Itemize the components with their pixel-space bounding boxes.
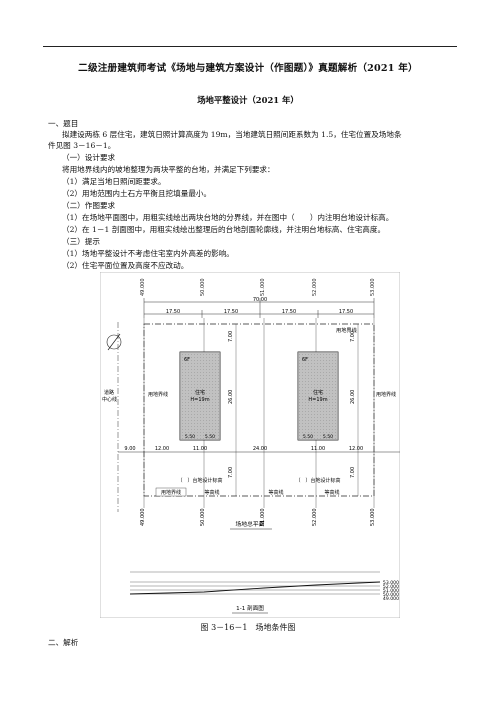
bdim-1: 5.50 — [185, 434, 195, 440]
bottom-elev-49: 49.000 — [140, 509, 146, 527]
site-condition-figure: 49.000 50.000 51.000 52.000 53.000 70.00… — [100, 272, 400, 618]
vdim-4: 26.00 — [350, 390, 356, 404]
building-right-height: H=19m — [308, 397, 327, 403]
hdim-5: 11.00 — [311, 446, 325, 452]
bdim-3: 5.50 — [303, 434, 313, 440]
top-dim-1: 17.50 — [166, 309, 180, 315]
top-elev-51: 51.000 — [260, 279, 266, 297]
boundary-label-right: 用地界线 — [376, 391, 396, 398]
line-13: （2）住宅平面位置及高度不应改动。 — [62, 261, 189, 270]
hdim-1: 9.00 — [124, 446, 135, 452]
building-left-floors: 6F — [184, 357, 190, 363]
bottom-elev-53: 53.000 — [370, 509, 376, 527]
line-10: （2）在 1－1 剖面图中，用粗实线绘出整理后的台地剖面轮廓线，并注明台地标高、… — [62, 225, 386, 234]
top-elev-49: 49.000 — [140, 279, 146, 297]
total-width-dim: 70.00 — [253, 297, 267, 303]
building-left: 6F 住宅 H=19m — [179, 351, 221, 441]
building-right-floors: 6F — [302, 357, 308, 363]
top-dim-4: 17.50 — [339, 309, 353, 315]
boundary-label-bottom: 用地界线 — [161, 489, 181, 496]
line-8: （二）作图要求 — [62, 201, 116, 210]
platform-label-left: （ ）台地设计标高 — [177, 477, 222, 484]
line-12: （1）场地平整设计不考虑住宅室内外高差的影响。 — [62, 249, 234, 258]
contour-label-1: 等高线 — [204, 489, 219, 496]
figure-caption: 图 3－16－1 场地条件图 — [200, 623, 296, 632]
line-7: （2）用地范围内土石方平衡且挖填量最小。 — [62, 189, 212, 198]
north-arrow — [106, 333, 122, 351]
line-9: （1）在场地平面图中，用粗实线绘出两块台地的分界线，并在图中（ ）内注明台地设计… — [62, 213, 394, 222]
section-drawing — [129, 571, 381, 595]
hdim-3: 11.00 — [193, 446, 207, 452]
document-subtitle: 场地平整设计（2021 年） — [197, 95, 299, 105]
hdim-4: 24.00 — [253, 446, 267, 452]
contour-label-2: 等高线 — [268, 489, 283, 496]
analysis-heading: 二、解析 — [48, 638, 79, 647]
boundary-label-top: 用地界线 — [336, 326, 357, 334]
hdim-6: 12.00 — [349, 446, 363, 452]
sec-elev-50: 50.000 — [383, 592, 399, 598]
sec-elev-51: 51.000 — [383, 588, 399, 594]
line-5: 将用地界线内的坡地整理为两块平整的台地，并满足下列要求： — [62, 165, 275, 174]
top-elev-53: 53.000 — [370, 279, 376, 297]
building-right-name: 住宅 — [313, 389, 323, 396]
bottom-elev-52: 52.000 — [312, 509, 318, 527]
section-elevs: 53.000 52.000 51.000 50.000 49.000 — [383, 580, 399, 602]
top-dimension-lines — [143, 298, 375, 318]
bdim-4: 5.50 — [323, 434, 333, 440]
line-6: （1）满足当地日照间距要求。 — [62, 177, 166, 186]
sec-elev-49: 49.000 — [383, 596, 399, 602]
boundary-label-left: 用地界线 — [148, 391, 168, 398]
vdim-6: 7.00 — [350, 467, 356, 478]
section-label: 1-1 剖面图 — [236, 604, 264, 612]
hdim-2: 12.00 — [155, 446, 169, 452]
vdim-3: 7.00 — [350, 331, 356, 342]
contour-label-3: 等高线 — [324, 489, 339, 496]
platform-label-right: （ ）台地设计标高 — [295, 477, 340, 484]
building-right: 6F 住宅 H=19m — [297, 351, 339, 441]
vdim-1: 7.00 — [228, 331, 234, 342]
top-elev-52: 52.000 — [312, 279, 318, 297]
bottom-labels: 用地界线 等高线 等高线 等高线 — [155, 487, 340, 497]
vertical-dims: 7.00 26.00 7.00 26.00 7.00 7.00 — [228, 331, 356, 478]
top-dim-3: 17.50 — [282, 309, 296, 315]
vdim-2: 26.00 — [228, 390, 234, 404]
road-label: 道路中心线 — [102, 389, 117, 403]
line-11: （三）提示 — [62, 237, 100, 246]
bottom-elev-50: 50.000 — [200, 509, 206, 527]
building-left-name: 住宅 — [195, 389, 205, 396]
plan-label: 场地总平面 — [236, 520, 265, 528]
vdim-5: 7.00 — [228, 467, 234, 478]
document-title: 二级注册建筑师考试《场地与建筑方案设计（作图题）》真题解析（2021 年） — [78, 63, 418, 74]
bottom-elev-51: 51.000 — [260, 509, 266, 527]
bottom-elevation-labels: 49.000 50.000 51.000 52.000 53.000 — [140, 509, 376, 527]
line-4: （一）设计要求 — [62, 153, 116, 162]
header-rule — [43, 46, 457, 47]
bdim-2: 5.50 — [205, 434, 215, 440]
dim-row: 9.00 12.00 11.00 24.00 11.00 12.00 — [124, 446, 363, 452]
building-dims: 5.50 5.50 5.50 5.50 — [185, 434, 333, 440]
figure-frame — [100, 272, 400, 618]
line-1: 一、题目 — [48, 119, 79, 128]
vertical-dim-lines — [235, 324, 359, 496]
top-dims: 17.50 17.50 17.50 17.50 — [166, 309, 353, 315]
line-2: 拟建设两栋 6 层住宅，建筑日照计算高度为 19m，当地建筑日照间距系数为 1.… — [62, 130, 402, 139]
top-elevation-labels: 49.000 50.000 51.000 52.000 53.000 — [140, 279, 376, 297]
sec-elev-53: 53.000 — [383, 580, 399, 586]
top-dim-2: 17.50 — [224, 309, 238, 315]
sec-elev-52: 52.000 — [383, 584, 399, 590]
line-3: 件见图 3－16－1。 — [48, 141, 116, 150]
top-elev-50: 50.000 — [200, 279, 206, 297]
building-left-height: H=19m — [190, 397, 209, 403]
